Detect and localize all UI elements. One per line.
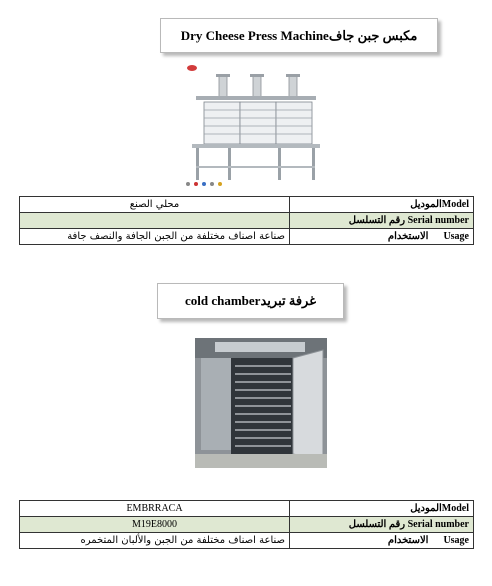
serial-label: رقم التسلسل Serial number (289, 516, 474, 533)
usage-value: صناعة اصناف مختلفة من الجبن والألبان الم… (19, 532, 290, 549)
chamber-title-box: cold chamberغرفة تبريد (157, 283, 344, 319)
cold-chamber-photo (195, 338, 327, 468)
table-row: صناعة اصناف مختلفة من الجبن والألبان الم… (19, 532, 474, 549)
serial-value: M19E8000 (19, 516, 290, 533)
cheese-press-photo (182, 62, 328, 192)
machine-spec-table: محلي الصنع الموديلModel رقم التسلسل Seri… (19, 196, 474, 245)
serial-label: رقم التسلسل Serial number (289, 212, 474, 229)
chamber-spec-table: EMBRRACA الموديلModel M19E8000 رقم التسل… (19, 500, 474, 549)
table-row: EMBRRACA الموديلModel (19, 500, 474, 517)
usage-label: الاستخدام Usage (289, 532, 474, 549)
model-value: EMBRRACA (19, 500, 290, 517)
model-label: الموديلModel (289, 196, 474, 213)
serial-value (19, 212, 290, 229)
usage-label: الاستخدام Usage (289, 228, 474, 245)
table-row: M19E8000 رقم التسلسل Serial number (19, 516, 474, 533)
chamber-title: cold chamberغرفة تبريد (184, 293, 317, 308)
machine-title-box: Dry Cheese Press Machineمكبس جبن جاف (160, 18, 438, 53)
table-row: صناعة اصناف مختلفة من الجبن الجافة والنص… (19, 228, 474, 245)
model-label: الموديلModel (289, 500, 474, 517)
usage-value: صناعة اصناف مختلفة من الجبن الجافة والنص… (19, 228, 290, 245)
model-value: محلي الصنع (19, 196, 290, 213)
table-row: محلي الصنع الموديلModel (19, 196, 474, 213)
machine-title: Dry Cheese Press Machineمكبس جبن جاف (180, 27, 418, 43)
table-row: رقم التسلسل Serial number (19, 212, 474, 229)
